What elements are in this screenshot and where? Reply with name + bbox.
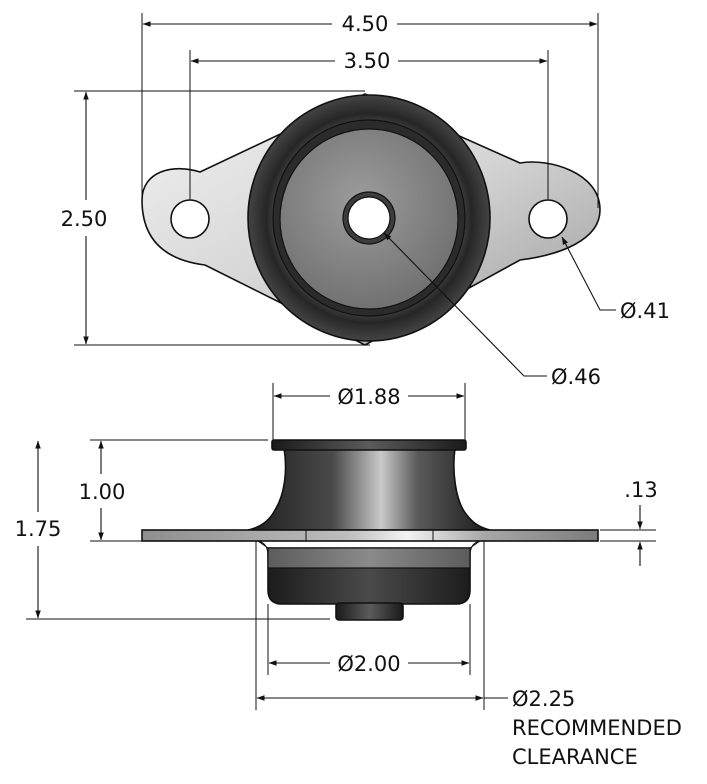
bottom-stud	[335, 602, 404, 621]
dim-200-text: Ø2.00	[337, 652, 400, 676]
leader-mount-hole	[561, 236, 616, 311]
leader-center-hole	[383, 232, 547, 377]
dim-188-text: Ø1.88	[337, 385, 400, 409]
top-cap	[271, 439, 467, 451]
dim-350-text: 3.50	[344, 49, 391, 73]
dim-100-text: 1.00	[79, 480, 126, 504]
dim-225-text: Ø2.25	[512, 687, 575, 711]
right-mount-hole	[528, 199, 568, 239]
dim-013-text: .13	[624, 478, 657, 502]
top-view: 4.50 3.50 2.50 Ø.41 Ø.46	[61, 12, 670, 389]
lower-fillet-right	[469, 540, 481, 557]
lower-band	[267, 547, 471, 569]
side-flange-plate	[141, 529, 599, 542]
side-view: Ø1.88 1.00 1.75 .13 Ø2.00 Ø2.25 RECOMMEN…	[15, 383, 682, 769]
left-mount-hole	[170, 199, 210, 239]
dim-046-text: Ø.46	[551, 365, 601, 389]
upper-rubber-body	[247, 447, 491, 531]
center-hole	[347, 196, 391, 240]
clearance-note-line1: RECOMMENDED	[512, 716, 682, 740]
clearance-note-line2: CLEARANCE	[512, 745, 638, 769]
lower-fillet-left	[257, 540, 269, 557]
dim-041-text: Ø.41	[620, 299, 670, 323]
dim-175-text: 1.75	[15, 517, 62, 541]
dim-450-text: 4.50	[342, 12, 389, 36]
dim-250-text: 2.50	[61, 207, 108, 231]
